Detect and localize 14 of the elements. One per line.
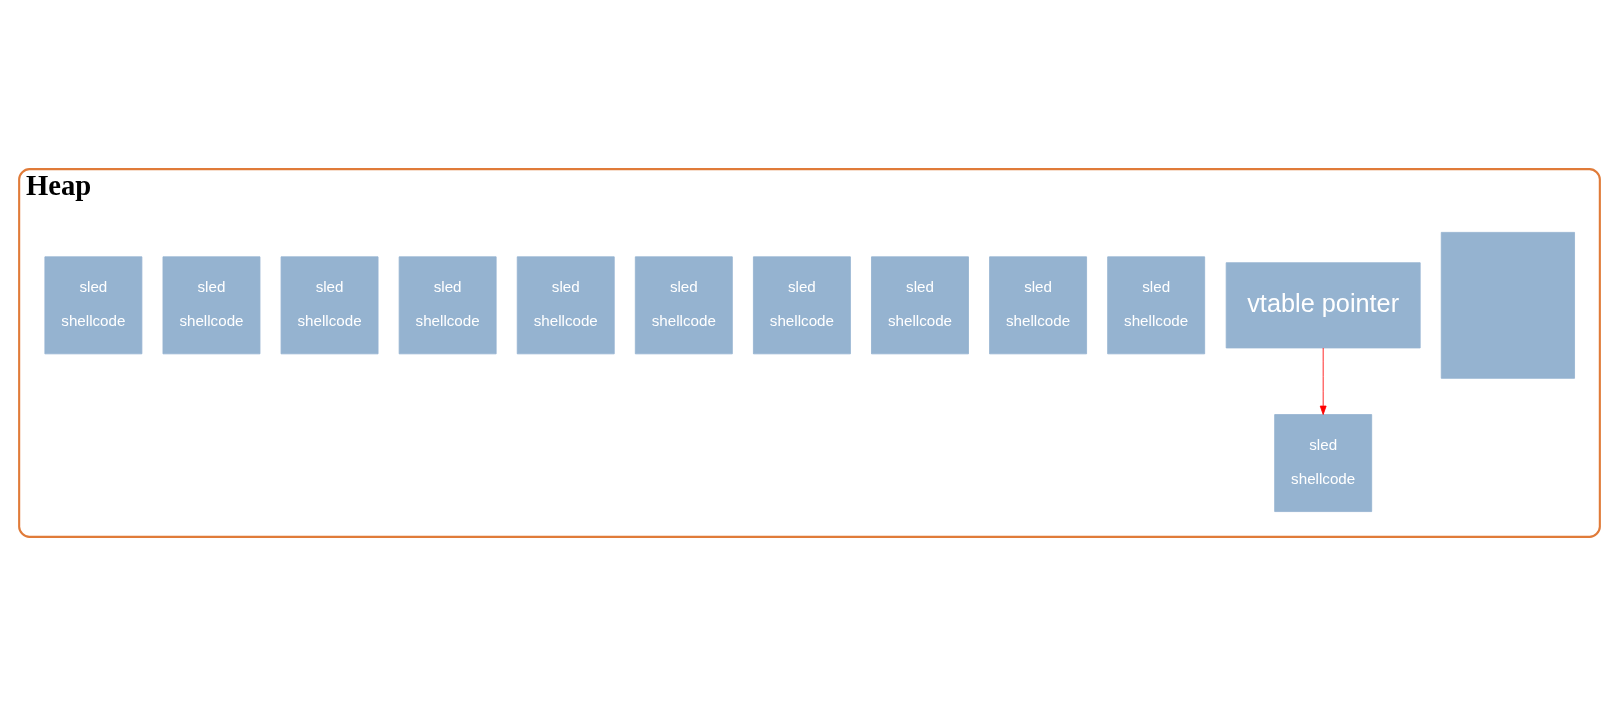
node-box: vtable pointer	[1225, 262, 1421, 349]
node-box: sled shellcode	[398, 256, 497, 355]
node-box: sled shellcode	[44, 256, 143, 355]
arrow	[1319, 347, 1327, 415]
node-box: sled shellcode	[1107, 256, 1206, 355]
node-box: sled shellcode	[162, 256, 261, 355]
node-box: sled shellcode	[753, 256, 851, 355]
node-box: sled shellcode	[989, 256, 1087, 355]
node-box	[1440, 231, 1575, 379]
node-box: sled shellcode	[1274, 414, 1373, 512]
node-box: sled shellcode	[634, 256, 733, 355]
node-box: sled shellcode	[280, 256, 379, 355]
node-box: sled shellcode	[871, 256, 969, 355]
node-box: sled shellcode	[516, 256, 615, 355]
